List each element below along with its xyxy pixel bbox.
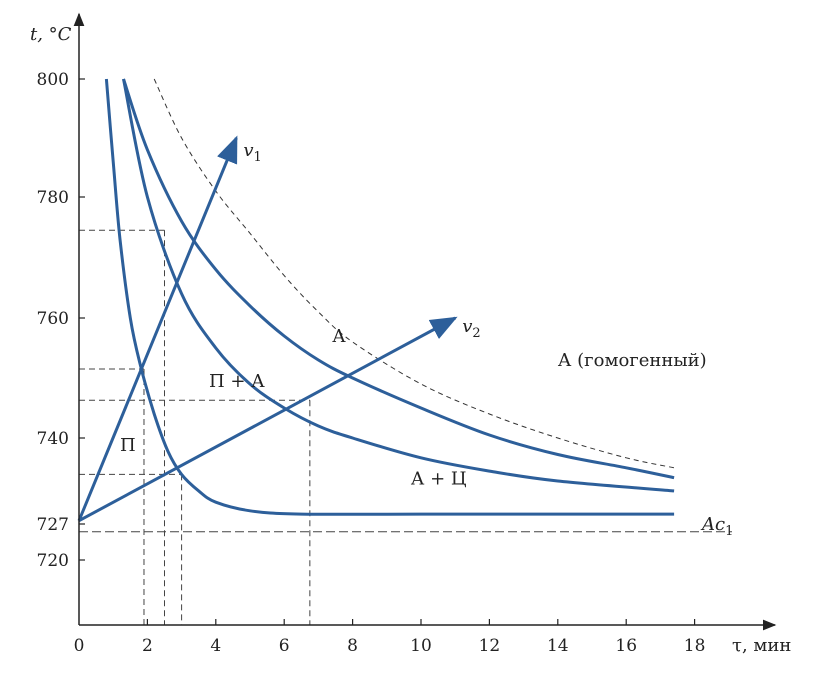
curve-1 [104, 78, 675, 516]
x-tick-label-16: 16 [615, 636, 637, 656]
region-label-2: П + А [209, 371, 265, 392]
curve-2 [122, 78, 675, 493]
y-tick-label-800: 800 [37, 70, 69, 90]
y-tick-label-760: 760 [37, 309, 69, 329]
region-label-4: А (гомогенный) [558, 350, 707, 371]
ray-v1 [77, 135, 238, 522]
x-tick-label-14: 14 [547, 636, 569, 656]
region-labels: П П + А А А (гомогенный) А + Ц [120, 326, 707, 489]
guide-lines [79, 229, 311, 625]
region-label-1: П [120, 435, 136, 456]
y-tick-label-727: 727 [37, 515, 69, 535]
x-tick-label-4: 4 [210, 636, 221, 656]
rays-group: v1 v2 [77, 135, 481, 523]
curves-group [104, 78, 675, 516]
y-axis-label: t, °C [30, 24, 72, 45]
curve-4 [153, 78, 675, 469]
x-axis-label: τ, мин [732, 635, 791, 656]
ray-v1-label: v1 [243, 140, 261, 165]
x-tick-label-6: 6 [279, 636, 290, 656]
x-tick-label-8: 8 [347, 636, 358, 656]
ac1-label: Ac1 [700, 514, 733, 539]
x-tick-label-10: 10 [410, 636, 432, 656]
x-tick-label-0: 0 [74, 636, 85, 656]
curve-3 [122, 78, 675, 480]
ac1-line-group: Ac1 [79, 514, 733, 539]
x-tick-label-12: 12 [479, 636, 501, 656]
y-tick-label-780: 780 [37, 188, 69, 208]
tick-marks: 0 2 4 6 8 10 12 14 16 18 720 727 740 760 780 800 [37, 70, 706, 656]
region-label-3: А [332, 326, 346, 347]
x-tick-label-2: 2 [142, 636, 153, 656]
ray-v2 [78, 316, 458, 523]
ray-v2-label: v2 [462, 316, 480, 341]
y-tick-label-720: 720 [37, 551, 69, 571]
x-tick-label-18: 18 [684, 636, 706, 656]
region-label-5: А + Ц [411, 468, 467, 489]
y-tick-label-740: 740 [37, 429, 69, 449]
